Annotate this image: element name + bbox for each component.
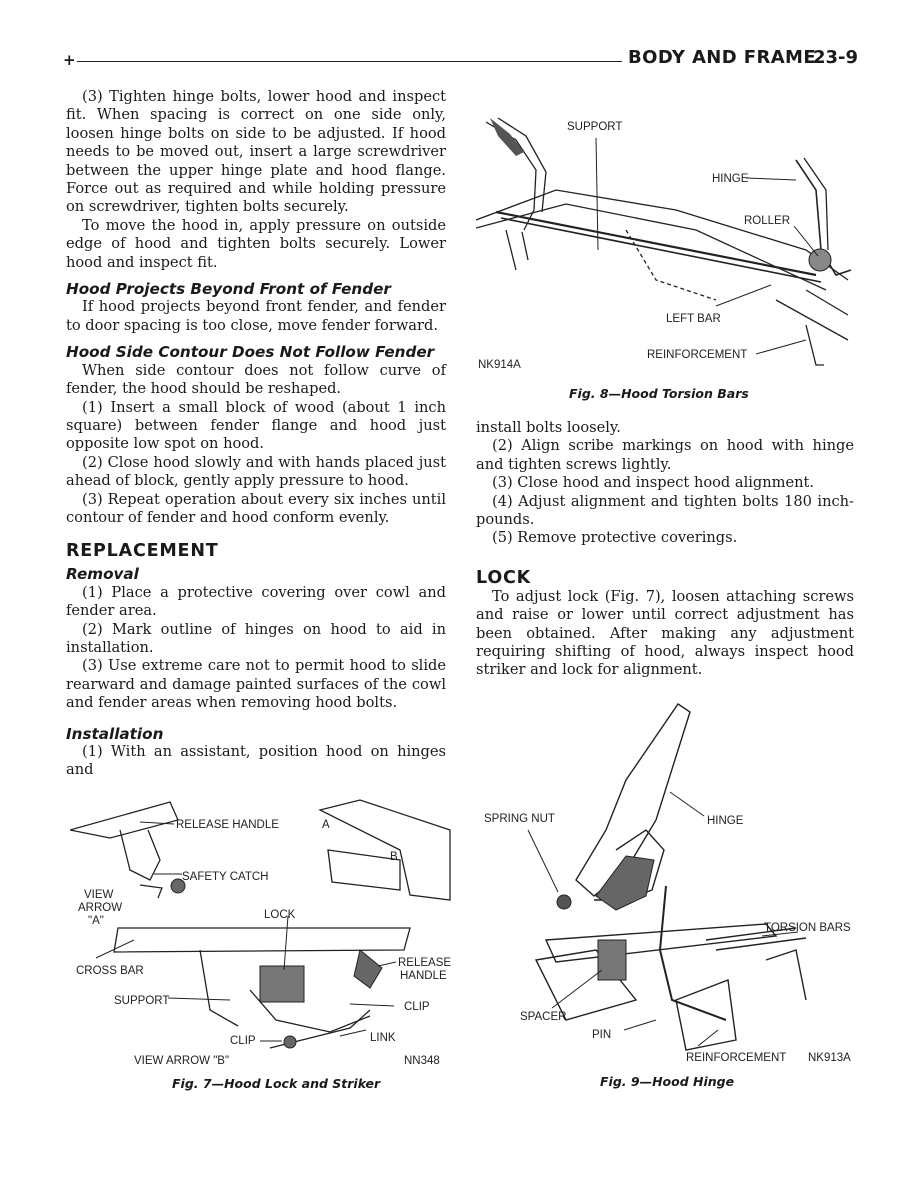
support-shading xyxy=(490,118,524,156)
right-column: install bolts loosely. (2) Align scribe … xyxy=(476,419,854,680)
label-support: SUPPORT xyxy=(114,995,169,1007)
paragraph: (1) Place a protective covering over cow… xyxy=(66,583,446,620)
label-left-bar: LEFT BAR xyxy=(666,313,721,325)
label-hinge: HINGE xyxy=(712,173,749,185)
label-link: LINK xyxy=(370,1032,396,1044)
roller-icon xyxy=(808,248,832,272)
header-rule xyxy=(77,61,622,62)
label-release-handle: RELEASE xyxy=(398,957,451,969)
heading-lock: LOCK xyxy=(476,567,532,588)
heading-hood-projects: Hood Projects Beyond Front of Fender xyxy=(66,280,391,299)
label-support: SUPPORT xyxy=(567,121,622,133)
spacer-icon xyxy=(597,939,627,981)
heading-replacement: REPLACEMENT xyxy=(66,541,219,562)
release-handle-panel xyxy=(70,801,179,839)
paragraph: (1) Insert a small block of wood (about … xyxy=(66,398,446,453)
label-pin: PIN xyxy=(592,1029,611,1041)
fig7-hood-lock-diagram: RELEASE HANDLE A B SAFETY CATCH VIEW ARR… xyxy=(70,799,451,1067)
hinge-pivot-shading xyxy=(595,855,655,911)
paragraph: (5) Remove protective coverings. xyxy=(492,529,738,547)
safety-catch-icon xyxy=(170,878,186,894)
paragraph: (1) With an assistant, position hood on … xyxy=(66,743,446,779)
label-release-handle: RELEASE HANDLE xyxy=(176,819,279,831)
label-torsion-bars: TORSION BARS xyxy=(764,922,851,934)
cross-bar-outline xyxy=(113,927,411,953)
header-plus-mark: + xyxy=(63,51,76,69)
paragraph: (3) Close hood and inspect hood alignmen… xyxy=(492,474,815,492)
paragraph: To adjust lock (Fig. 7), loosen attachin… xyxy=(476,587,854,679)
left-torsion-bar xyxy=(495,210,817,277)
fig9-hood-hinge-diagram: SPRING NUT HINGE TORSION BARS SPACER PIN… xyxy=(484,703,851,1064)
section-title: BODY AND FRAME xyxy=(628,47,817,68)
label-hinge: HINGE xyxy=(707,815,744,827)
label-spacer: SPACER xyxy=(520,1011,566,1023)
page-number: 23-9 xyxy=(813,47,859,68)
label-view-arrow-a: ARROW xyxy=(78,902,122,914)
paragraph: To move the hood in, apply pressure on o… xyxy=(66,216,446,271)
lock-mechanism-icon xyxy=(259,965,305,1003)
paragraph: (4) Adjust alignment and tighten bolts 1… xyxy=(476,492,854,529)
label-b: B xyxy=(390,851,398,863)
label-view-arrow-a: VIEW xyxy=(84,889,114,901)
spring-nut-icon xyxy=(556,894,572,910)
heading-side-contour: Hood Side Contour Does Not Follow Fender xyxy=(66,343,435,362)
paragraph: (2) Mark outline of hinges on hood to ai… xyxy=(66,620,446,656)
paragraph: (2) Align scribe markings on hood with h… xyxy=(476,437,854,473)
paragraph: (3) Repeat operation about every six inc… xyxy=(66,490,446,526)
paragraph: install bolts loosely. xyxy=(476,419,621,436)
fig9-caption: Fig. 9—Hood Hinge xyxy=(600,1074,735,1089)
label-arrow-a: A xyxy=(322,819,330,831)
label-reinforcement: REINFORCEMENT xyxy=(647,349,747,361)
label-lock: LOCK xyxy=(264,909,296,921)
fig7-caption: Fig. 7—Hood Lock and Striker xyxy=(172,1076,381,1091)
label-cross-bar: CROSS BAR xyxy=(76,965,144,977)
reinforcement-outline xyxy=(675,979,737,1051)
fig8-torsion-bars-diagram: SUPPORT HINGE ROLLER LEFT BAR REINFORCEM… xyxy=(476,117,852,371)
label-safety-catch: SAFETY CATCH xyxy=(182,871,268,883)
release-handle-icon xyxy=(353,949,383,989)
label-view-arrow-a: "A" xyxy=(88,915,104,927)
figure-code: NK914A xyxy=(478,359,521,371)
figure-code: NK913A xyxy=(808,1052,851,1064)
paragraph: (3) Use extreme care not to permit hood … xyxy=(66,657,446,712)
figure-code: NN348 xyxy=(404,1055,440,1067)
torsion-bar xyxy=(658,885,727,1021)
label-roller: ROLLER xyxy=(744,215,790,227)
paragraph: (2) Close hood slowly and with hands pla… xyxy=(66,453,446,490)
label-clip: CLIP xyxy=(230,1035,256,1047)
label-clip: CLIP xyxy=(404,1001,430,1013)
heading-removal: Removal xyxy=(66,565,139,584)
paragraph: If hood projects beyond front fender, an… xyxy=(66,298,446,334)
label-spring-nut: SPRING NUT xyxy=(484,813,555,825)
label-release-handle: HANDLE xyxy=(400,970,447,982)
hinge-upper-arm xyxy=(575,703,691,897)
label-view-arrow-b: VIEW ARROW "B" xyxy=(134,1055,229,1067)
car-front-outline xyxy=(318,799,451,901)
fig8-caption: Fig. 8—Hood Torsion Bars xyxy=(569,386,749,401)
clip-icon xyxy=(283,1035,297,1049)
left-column: (3) Tighten hinge bolts, lower hood and … xyxy=(66,88,446,780)
label-reinforcement: REINFORCEMENT xyxy=(686,1052,786,1064)
paragraph: When side contour does not follow curve … xyxy=(66,361,446,398)
heading-installation: Installation xyxy=(66,724,164,743)
paragraph: (3) Tighten hinge bolts, lower hood and … xyxy=(66,88,446,216)
